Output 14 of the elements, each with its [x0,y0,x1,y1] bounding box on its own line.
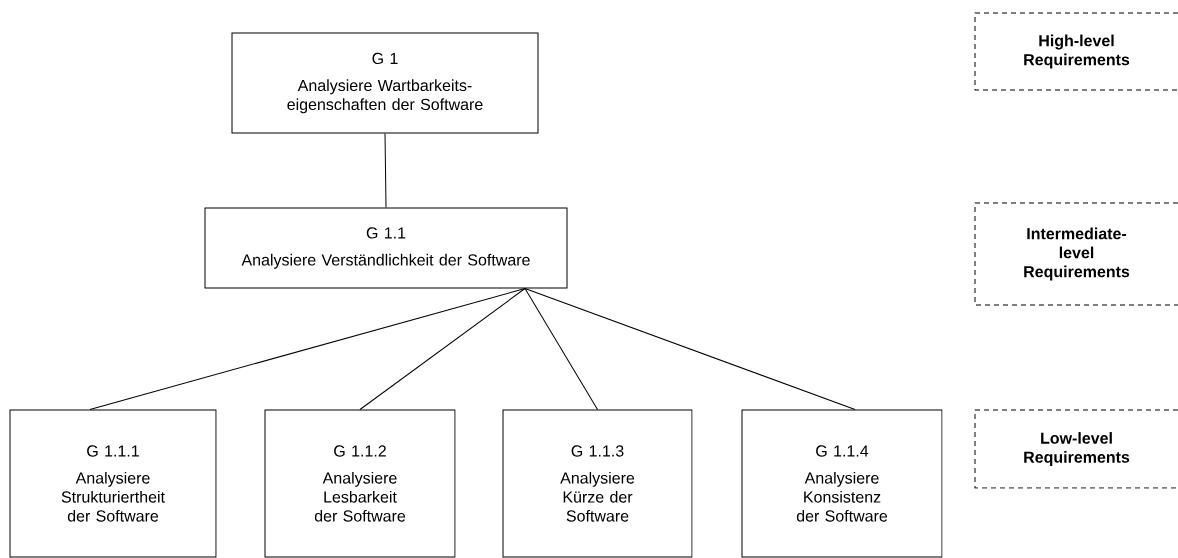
level-label-box: High-level Requirements [974,12,1178,91]
level-label-box: Low-level Requirements [974,409,1178,489]
connector-line [89,288,526,410]
connector-line [524,288,598,410]
connector-line [384,133,387,208]
goal-box: G 1.1.2 Analysiere Lesbarkeit der Software [264,409,456,558]
connector-line [359,288,526,410]
level-label-box: Intermediate- level Requirements [974,202,1178,306]
goal-box: G 1.1.1 Analysiere Strukturiertheit der Software [9,409,217,558]
goal-box: G 1 Analysiere Wartbarkeits- eigenschaften der Software [231,32,539,134]
goal-box: G 1.1.4 Analysiere Konsistenz der Software [741,409,943,558]
goal-box: G 1.1.3 Analysiere Kürze der Software [502,409,693,558]
connector-line [524,288,856,410]
goal-box: G 1.1 Analysiere Verständlichkeit der Software [204,207,568,289]
